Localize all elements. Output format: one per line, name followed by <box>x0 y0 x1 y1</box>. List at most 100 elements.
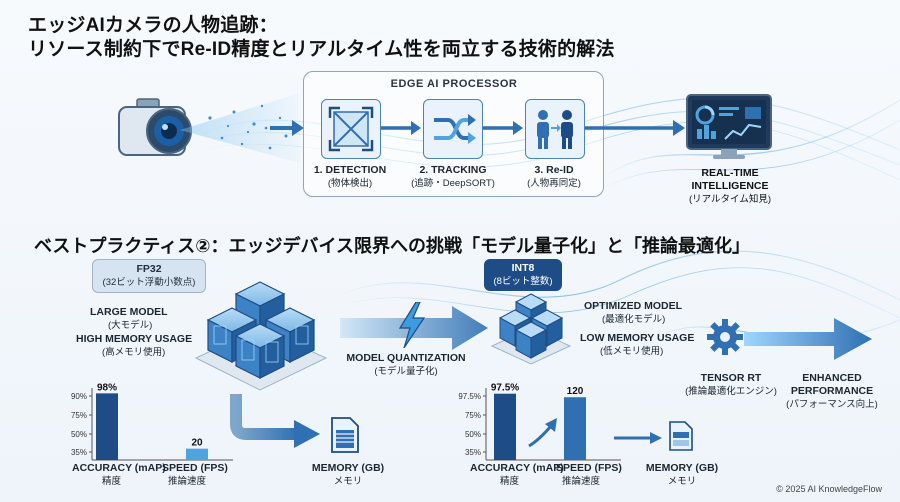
int8-memory-label: LOW MEMORY USAGE (低メモリ使用) <box>580 332 694 358</box>
int8-bar-label-speed: 120 <box>567 386 584 397</box>
pipeline-arrows <box>381 120 685 136</box>
fp32-memory-label: HIGH MEMORY USAGE (高メモリ使用) <box>76 333 192 359</box>
quantization-label: MODEL QUANTIZATION (モデル量子化) <box>346 352 466 378</box>
fp32-bar-label-speed: 20 <box>191 438 203 449</box>
fp32-memory-sub: (高メモリ使用) <box>102 347 166 358</box>
fp32-memory-arrow <box>230 394 320 448</box>
realtime-label-line2: INTELLIGENCE <box>691 180 769 192</box>
fp32-memory-chart-label-text: MEMORY (GB) <box>311 462 385 474</box>
int8-memory-chart-label-text: MEMORY (GB) <box>645 462 719 474</box>
int8-tag: INT8 (8ビット整数) <box>484 259 562 291</box>
tensorrt-sub: (推論最適化エンジン) <box>685 386 777 397</box>
quantization-label-text: MODEL QUANTIZATION <box>346 352 466 364</box>
enhanced-sub: (パフォーマンス向上) <box>786 399 878 410</box>
int8-tick-label: 50% <box>465 430 481 439</box>
fp32-tag: FP32 (32ビット浮動小数点) <box>92 259 206 293</box>
int8-tag-text: INT8 <box>511 262 535 274</box>
tracking-sublabel: (追跡・DeepSORT) <box>411 178 495 189</box>
int8-memory-chart-sub: メモリ <box>667 476 697 487</box>
int8-speed-label: SPEED (FPS) 推論速度 <box>556 462 622 488</box>
tracking-icon <box>434 114 476 144</box>
fp32-metrics-chart: 90%75%50%35%98%20 <box>71 382 233 461</box>
fp32-tag-text: FP32 <box>136 263 162 275</box>
fp32-bar-speed <box>186 448 208 460</box>
fp32-model-sub: (大モデル) <box>108 320 153 331</box>
fp32-tick-label: 50% <box>71 430 87 439</box>
detection-label-text: 1. DETECTION <box>313 164 387 176</box>
footer-copyright: © 2025 AI KnowledgeFlow <box>776 484 882 494</box>
tracking-step-box <box>423 99 483 159</box>
page-title: エッジAIカメラの人物追跡： リソース制約下でRe-ID精度とリアルタイム性を両… <box>28 14 615 62</box>
tracking-label: 2. TRACKING (追跡・DeepSORT) <box>402 164 504 190</box>
detection-label: 1. DETECTION (物体検出) <box>305 164 395 190</box>
int8-accuracy-sub: 精度 <box>500 476 520 487</box>
detection-icon <box>328 106 374 152</box>
int8-accuracy-label-text: ACCURACY (mAP) <box>470 462 564 474</box>
fp32-model-label-text: LARGE MODEL <box>90 306 168 318</box>
dashboard-monitor-icon <box>686 94 772 159</box>
int8-accuracy-label: ACCURACY (mAP) 精度 <box>470 462 564 488</box>
int8-bar-accuracy <box>494 393 516 460</box>
camera-data-beam <box>180 93 304 163</box>
enhanced-label-line2: PERFORMANCE <box>790 385 874 397</box>
camera-icon <box>118 98 192 156</box>
fp32-bar-accuracy <box>96 393 118 460</box>
large-model-cubes-icon <box>194 281 328 391</box>
tracking-label-text: 2. TRACKING <box>419 164 487 176</box>
title-line-2: リソース制約下でRe-ID精度とリアルタイム性を両立する技術的解法 <box>28 39 615 60</box>
int8-bar-label-accuracy: 97.5% <box>491 383 519 394</box>
optimized-model-cubes-icon <box>490 293 572 365</box>
int8-model-label-text: OPTIMIZED MODEL <box>584 300 682 312</box>
int8-memory-arrow <box>614 432 662 444</box>
detection-step-box <box>321 99 381 159</box>
enhanced-label-line1: ENHANCED <box>802 372 862 384</box>
title-line-1: エッジAIカメラの人物追跡： <box>28 15 278 36</box>
int8-tick-label: 97.5% <box>458 392 481 401</box>
fp32-tick-label: 35% <box>71 448 87 457</box>
reid-label-text: 3. Re-ID <box>534 164 574 176</box>
tensorrt-label-text: TENSOR RT <box>700 372 762 384</box>
int8-tick-label: 35% <box>465 448 481 457</box>
realtime-label-line1: REAL-TIME <box>701 167 759 179</box>
section-title: ベストプラクティス②：エッジデバイス限界への挑戦「モデル量子化」と「推論最適化」 <box>34 236 750 256</box>
enhanced-performance-label: ENHANCED PERFORMANCE (パフォーマンス向上) <box>772 372 892 411</box>
reid-step-box <box>525 99 585 159</box>
reid-label: 3. Re-ID (人物再同定) <box>509 164 599 190</box>
int8-bar-speed <box>564 397 586 460</box>
fp32-tick-label: 90% <box>71 392 87 401</box>
fp32-accuracy-sub: 精度 <box>102 476 122 487</box>
int8-model-label: OPTIMIZED MODEL (最適化モデル) <box>584 300 682 326</box>
fp32-memory-label-text: HIGH MEMORY USAGE <box>76 333 193 345</box>
gear-icon <box>707 319 743 355</box>
detection-sublabel: (物体検出) <box>327 178 373 189</box>
int8-memory-card-icon <box>669 421 693 451</box>
fp32-model-label: LARGE MODEL (大モデル) <box>90 306 168 332</box>
lightning-icon <box>398 302 426 348</box>
int8-memory-chart-label: MEMORY (GB) メモリ <box>644 462 720 488</box>
enhanced-performance-arrow <box>744 318 872 360</box>
int8-speed-sub: 推論速度 <box>562 476 601 487</box>
fp32-speed-label-text: SPEED (FPS) <box>162 462 228 474</box>
int8-speed-up-arrow <box>528 418 557 448</box>
fp32-memory-card-icon <box>331 417 359 453</box>
reid-sublabel: (人物再同定) <box>527 178 581 189</box>
fp32-speed-sub: 推論速度 <box>168 476 207 487</box>
realtime-sublabel: (リアルタイム知見) <box>688 194 772 205</box>
fp32-bar-label-accuracy: 98% <box>97 382 117 393</box>
fp32-memory-chart-label: MEMORY (GB) メモリ <box>311 462 385 488</box>
tensorrt-label: TENSOR RT (推論最適化エンジン) <box>676 372 786 398</box>
quantization-sub: (モデル量子化) <box>374 366 438 377</box>
int8-memory-sub: (低メモリ使用) <box>600 346 664 357</box>
fp32-memory-chart-sub: メモリ <box>333 476 363 487</box>
processor-title: EDGE AI PROCESSOR <box>390 78 518 90</box>
int8-speed-label-text: SPEED (FPS) <box>556 462 622 474</box>
person-match-icon <box>537 110 573 149</box>
fp32-accuracy-label-text: ACCURACY (mAP) <box>72 462 166 474</box>
fp32-speed-label: SPEED (FPS) 推論速度 <box>162 462 228 488</box>
int8-memory-label-text: LOW MEMORY USAGE <box>580 332 695 344</box>
int8-tag-sub: (8ビット整数) <box>493 276 553 287</box>
realtime-intelligence-label: REAL-TIME INTELLIGENCE (リアルタイム知見) <box>670 167 790 206</box>
int8-metrics-chart: 97.5% 75% 50% 35% 97.5% 120 <box>458 383 621 461</box>
int8-tick-label: 75% <box>465 411 481 420</box>
int8-model-sub: (最適化モデル) <box>602 314 666 325</box>
